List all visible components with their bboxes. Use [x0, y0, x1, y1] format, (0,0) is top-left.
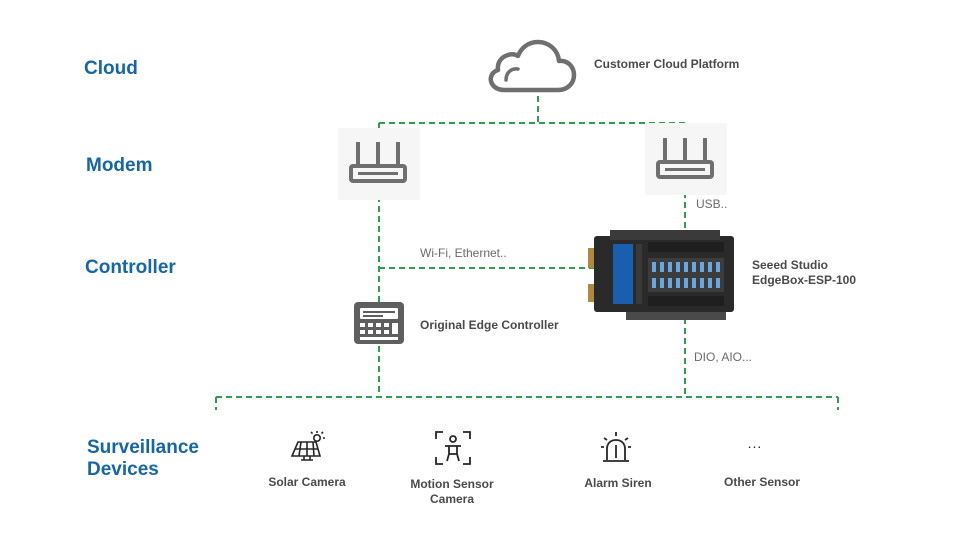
dio-aio-edge-label: DIO, AIO...	[694, 350, 753, 364]
modem-right-icon	[656, 138, 714, 179]
device-label-motion-line2: Camera	[429, 492, 475, 506]
usb-edge-label: USB..	[696, 197, 728, 211]
device-bus-connector	[215, 396, 839, 410]
layer-label-modem: Modem	[86, 155, 153, 176]
device-label-alarm-siren: Alarm Siren	[584, 476, 652, 490]
device-label-motion-line1: Motion Sensor	[410, 477, 494, 491]
cloud-icon	[488, 39, 577, 93]
other-sensor-icon: ...	[747, 435, 763, 451]
alarm-siren-icon	[601, 432, 631, 462]
original-controller-icon	[354, 302, 404, 344]
layer-label-controller: Controller	[85, 257, 176, 278]
cloud-to-modems-connector	[378, 96, 686, 142]
edgebox-label-line2: EdgeBox-ESP-100	[752, 273, 857, 287]
layer-label-cloud: Cloud	[84, 58, 138, 79]
layer-label-devices-line1: Surveillance	[87, 437, 199, 458]
device-label-motion-sensor-camera: Motion Sensor Camera	[392, 477, 512, 507]
edgebox-label: Seeed Studio EdgeBox-ESP-100	[752, 258, 856, 288]
wifi-ethernet-edge-label: Wi-Fi, Ethernet..	[420, 246, 507, 260]
device-label-solar-camera: Solar Camera	[268, 475, 346, 489]
layer-label-surveillance-devices: Surveillance Devices	[87, 437, 199, 481]
device-label-other-sensor: Other Sensor	[723, 475, 801, 489]
solar-camera-icon	[290, 431, 325, 461]
edgebox-device-icon	[588, 230, 734, 320]
layer-label-devices-line2: Devices	[87, 459, 159, 480]
edgebox-label-line1: Seeed Studio	[752, 258, 829, 272]
original-controller-label: Original Edge Controller	[420, 318, 559, 332]
motion-sensor-camera-icon	[435, 431, 471, 465]
modem-left-icon	[349, 142, 407, 183]
cloud-platform-label: Customer Cloud Platform	[594, 57, 740, 71]
